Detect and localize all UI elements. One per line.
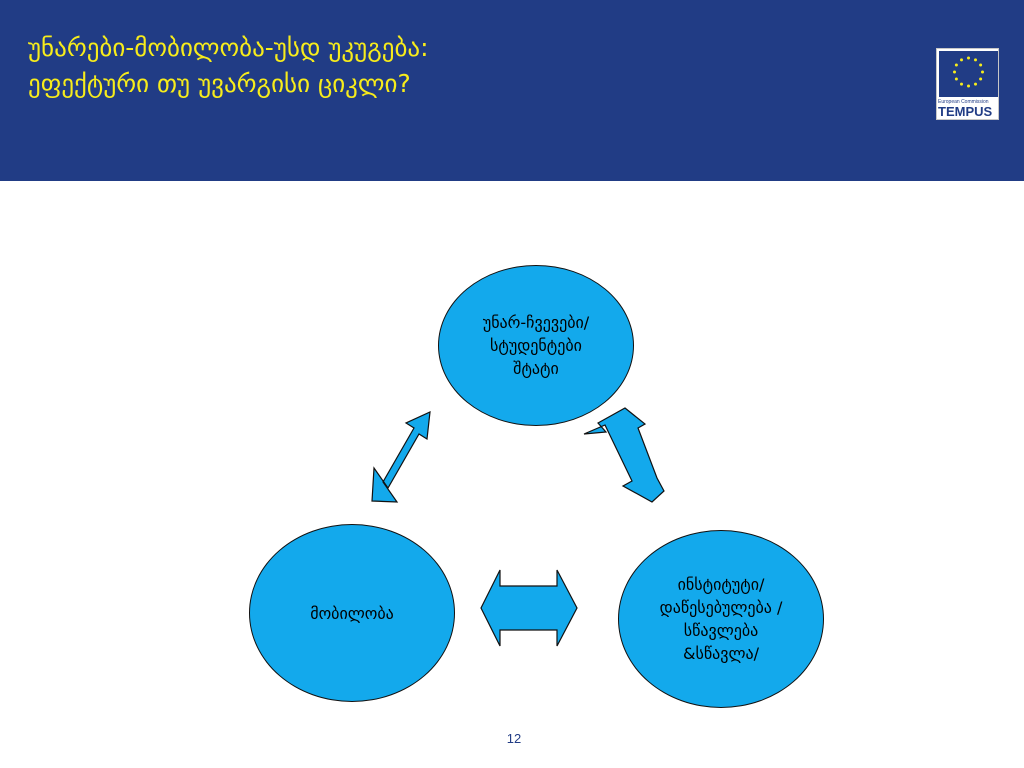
flag-star-icon xyxy=(981,70,984,74)
node-mobility: მობილობა xyxy=(249,524,455,702)
node-skills-label: უნარ-ჩვევები/ სტუდენტები შტატი xyxy=(482,313,590,378)
flag-star-icon xyxy=(979,77,983,81)
eu-flag-icon xyxy=(939,51,998,97)
flag-star-icon xyxy=(974,58,977,62)
flag-star-icon xyxy=(960,58,963,62)
flag-star-icon xyxy=(953,70,956,74)
slide-header: უნარები-მობილობა-უსდ უკუგება: ეფექტური თ… xyxy=(0,0,1024,181)
flag-star-icon xyxy=(960,82,963,86)
arrow-mobility-institution xyxy=(480,569,578,647)
flag-star-icon xyxy=(974,82,977,86)
node-institution: ინსტიტუტი/ დაწესებულება / სწავლება &სწავ… xyxy=(618,530,824,708)
node-mobility-label: მობილობა xyxy=(310,603,394,623)
flag-star-icon xyxy=(979,63,983,67)
slide-title-line-1: უნარები-მობილობა-უსდ უკუგება: xyxy=(28,33,429,62)
tempus-logo: European Commission TEMPUS xyxy=(936,48,999,120)
arrow-skills-institution xyxy=(583,407,665,503)
flag-star-icon xyxy=(954,63,958,67)
flag-star-icon xyxy=(954,77,958,81)
slide-title: უნარები-მობილობა-უსდ უკუგება: ეფექტური თ… xyxy=(28,30,429,102)
node-institution-label: ინსტიტუტი/ დაწესებულება / სწავლება &სწავ… xyxy=(659,575,783,663)
slide-title-line-2: ეფექტური თუ უვარგისი ციკლი? xyxy=(28,69,411,98)
node-skills: უნარ-ჩვევები/ სტუდენტები შტატი xyxy=(438,265,634,426)
arrow-skills-mobility xyxy=(371,411,431,503)
logo-caption: European Commission xyxy=(938,99,989,105)
flag-star-icon xyxy=(967,84,970,88)
logo-wordmark: TEMPUS xyxy=(938,104,993,119)
page-number: 12 xyxy=(506,731,522,746)
flag-star-icon xyxy=(967,56,970,60)
